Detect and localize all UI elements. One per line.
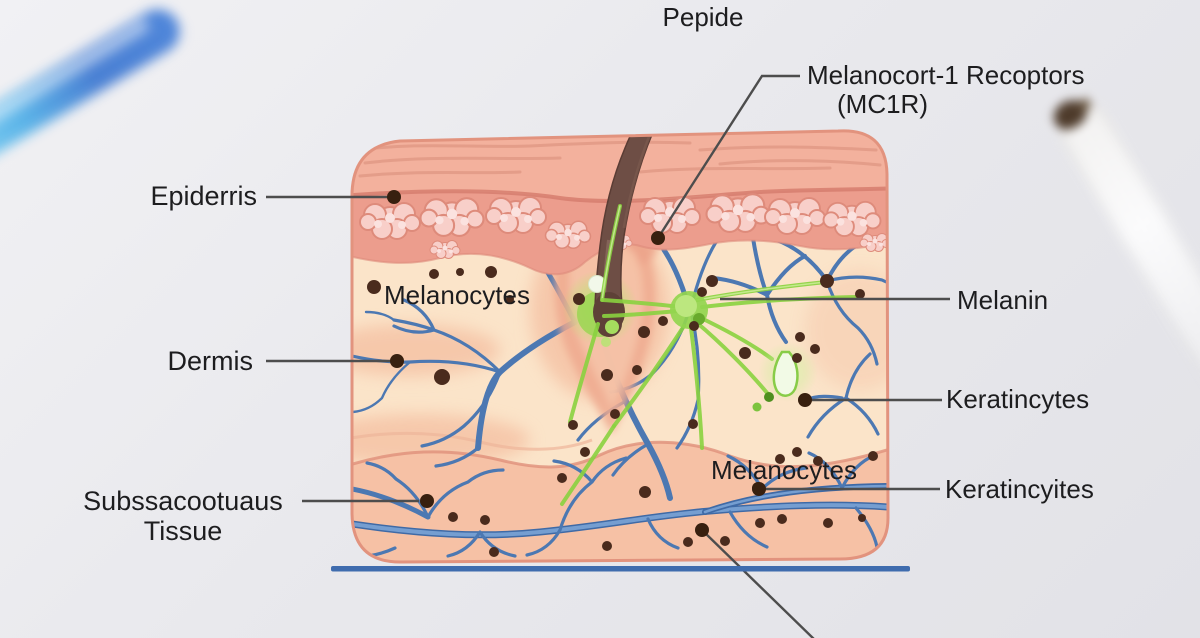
leader-dots bbox=[387, 190, 812, 537]
label-mc1r-line1: Melanocort-1 Recoptors bbox=[807, 60, 1085, 90]
baseline-rule bbox=[331, 566, 910, 572]
label-subcutaneous-tissue: Subssacootuaus Tissue bbox=[63, 486, 303, 546]
label-keratinocytes-lower-right: Keratincyites bbox=[945, 474, 1094, 504]
label-mc1r-line2: (MC1R) bbox=[837, 89, 928, 120]
label-mc1r: Melanocort-1 Recoptors (MC1R) bbox=[807, 60, 1085, 120]
label-epidermis: Epiderris bbox=[150, 181, 257, 211]
label-subcutaneous-line1: Subssacootuaus bbox=[83, 486, 283, 516]
label-peptide: Pepide bbox=[662, 2, 744, 32]
label-melanin: Melanin bbox=[957, 285, 1049, 315]
label-keratinocytes-right: Keratincytes bbox=[946, 384, 1090, 414]
receptor-signal-network bbox=[560, 204, 858, 506]
skin-block-outline bbox=[350, 129, 890, 564]
subcutaneous-vessels bbox=[352, 451, 888, 559]
label-melanocytes-upper: Melanocytes bbox=[384, 280, 530, 310]
bottom-leader-line bbox=[702, 530, 815, 638]
label-subcutaneous-line2: Tissue bbox=[143, 516, 223, 547]
label-dermis: Dermis bbox=[167, 346, 254, 376]
mc1r-leader-line bbox=[656, 74, 800, 239]
label-melanocytes-lower: Melanocytes bbox=[711, 455, 857, 485]
leader-lines bbox=[266, 74, 950, 638]
